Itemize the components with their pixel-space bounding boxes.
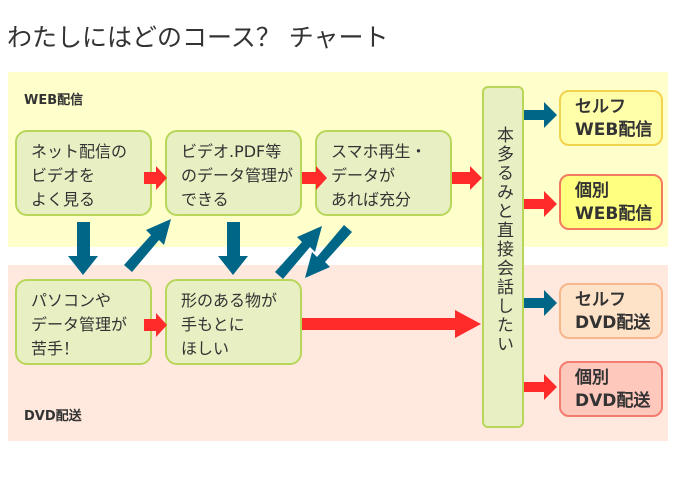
box-line: 手もとに xyxy=(181,315,245,334)
box-web-smartphone: スマホ再生・ データが あれば充分 xyxy=(315,130,452,216)
result-line: 個別 xyxy=(575,181,609,201)
box-web-video: ネット配信の ビデオを よく見る xyxy=(15,130,152,216)
dvd-band-label: DVD配送 xyxy=(24,409,82,424)
box-line: のデータ管理が xyxy=(181,166,294,185)
box-line: データ管理が xyxy=(31,315,128,334)
result-line: DVD配送 xyxy=(575,313,651,333)
box-web-data: ビデオ.PDF等 のデータ管理が できる xyxy=(165,130,302,216)
box-line: ビデオ.PDF等 xyxy=(181,142,282,161)
web-band-label: WEB配信 xyxy=(24,93,84,108)
result-line: WEB配信 xyxy=(575,204,653,224)
result-line: 個別 xyxy=(575,368,609,388)
result-self-dvd: セルフ DVD配送 xyxy=(559,283,663,339)
box-dvd-pc: パソコンや データ管理が 苦手！ xyxy=(15,279,152,365)
box-line: あれば充分 xyxy=(331,190,412,209)
result-self-web: セルフ WEB配信 xyxy=(559,90,663,146)
box-line: ビデオを xyxy=(31,166,96,185)
box-line: パソコンや xyxy=(31,291,112,310)
box-line: できる xyxy=(181,190,229,209)
box-line: ネット配信の xyxy=(31,142,128,161)
box-line: ほしい xyxy=(181,339,230,358)
result-individual-web: 個別 WEB配信 xyxy=(559,174,663,230)
result-individual-dvd: 個別 DVD配送 xyxy=(559,361,663,417)
result-line: WEB配信 xyxy=(575,120,653,140)
result-line: DVD配送 xyxy=(575,391,651,411)
box-direct-talk: 本多るみと直接会話したい xyxy=(482,86,524,428)
page-title: わたしにはどのコース？ チャート xyxy=(7,23,389,52)
direct-talk-text: 本多るみと直接会話したい xyxy=(493,126,513,354)
result-line: セルフ xyxy=(575,290,626,310)
box-line: 形のある物が xyxy=(181,291,278,310)
box-line: スマホ再生・ xyxy=(331,142,427,161)
result-line: セルフ xyxy=(575,97,626,117)
box-line: 苦手！ xyxy=(31,339,80,358)
box-line: よく見る xyxy=(31,190,96,209)
box-dvd-physical: 形のある物が 手もとに ほしい xyxy=(165,279,302,365)
box-line: データが xyxy=(331,166,396,185)
